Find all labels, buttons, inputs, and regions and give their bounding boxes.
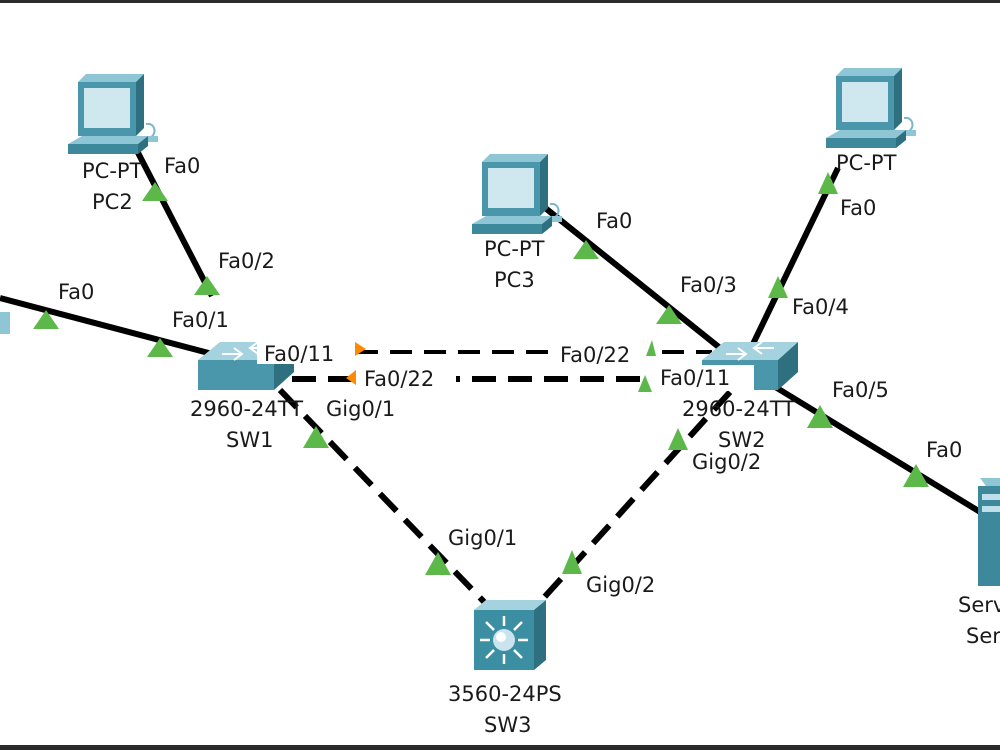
server-name-label: Ser — [966, 624, 1000, 648]
link-sw2-server[interactable] — [770, 382, 992, 521]
port-label: Fa0/11 — [264, 342, 334, 366]
window-top-border — [0, 0, 1000, 3]
pc-left-partial-icon[interactable] — [0, 312, 10, 334]
port-label: Fa0 — [164, 154, 200, 178]
link-light-sw2-fa04 — [768, 276, 788, 298]
sw3-icon[interactable] — [472, 598, 548, 672]
sw1-model-label: 2960-24TT — [190, 397, 303, 421]
port-label: Fa0/2 — [218, 249, 275, 273]
link-pcright-sw2[interactable] — [749, 166, 841, 348]
pc-right-icon[interactable] — [825, 67, 917, 149]
link-light-server — [903, 464, 929, 487]
pc-right-model-label: PC-PT — [836, 151, 897, 175]
port-label: Fa0/22 — [560, 343, 630, 367]
pc3-icon[interactable] — [471, 153, 563, 235]
link-pcleft-sw1[interactable] — [0, 295, 221, 359]
server-model-label: Serv — [958, 593, 1000, 617]
link-light-sw1-fa011-blocking — [355, 342, 366, 356]
pc2-icon[interactable] — [67, 73, 159, 155]
link-light-sw2-fa011 — [638, 375, 652, 392]
port-label: Fa0/11 — [660, 366, 730, 390]
link-light-sw2-fa03 — [656, 305, 682, 324]
pc2-name-label: PC2 — [92, 190, 133, 214]
port-label: Fa0 — [58, 280, 94, 304]
link-light-sw1-gig01 — [303, 426, 329, 448]
sw3-model-label: 3560-24PS — [448, 682, 562, 706]
port-label: Gig0/1 — [448, 526, 517, 550]
link-pc3-sw2[interactable] — [542, 204, 722, 351]
link-light-sw3-gig02 — [562, 550, 582, 574]
link-pc2-sw1[interactable] — [131, 143, 215, 298]
link-sw1-sw3[interactable] — [277, 387, 491, 609]
link-lights — [33, 172, 929, 575]
server-icon[interactable] — [978, 478, 1000, 586]
pc2-model-label: PC-PT — [82, 159, 143, 183]
port-label: Fa0/1 — [172, 308, 229, 332]
port-label: Fa0/22 — [364, 367, 434, 391]
port-label: Fa0 — [926, 438, 962, 462]
port-label: Gig0/2 — [586, 573, 655, 597]
link-light-sw2-fa05 — [807, 405, 833, 428]
link-light-sw1-fa02 — [194, 276, 220, 295]
link-light-pc2 — [142, 182, 168, 201]
port-label: Fa0/5 — [832, 378, 889, 402]
link-light-sw1-fa022-blocking — [346, 370, 356, 385]
port-label: Fa0/4 — [792, 295, 849, 319]
link-light-sw2-fa022 — [646, 340, 656, 356]
pc3-name-label: PC3 — [494, 268, 535, 292]
sw2-model-label: 2960-24TT — [682, 397, 795, 421]
sw3-name-label: SW3 — [484, 713, 531, 737]
link-light-sw2-gig02 — [668, 428, 688, 450]
port-label: Fa0/3 — [680, 273, 737, 297]
link-light-pcleft — [33, 310, 59, 329]
sw1-name-label: SW1 — [226, 428, 273, 452]
pc3-model-label: PC-PT — [484, 237, 545, 261]
link-light-pc3 — [573, 240, 599, 259]
sw2-name-label: SW2 — [718, 428, 765, 452]
link-light-sw3-gig01 — [425, 552, 451, 575]
port-label: Gig0/1 — [326, 397, 395, 421]
port-label: Fa0 — [840, 196, 876, 220]
link-light-pcright — [818, 172, 838, 194]
port-label: Fa0 — [596, 209, 632, 233]
window-bottom-border — [0, 745, 1000, 750]
link-light-sw1-fa01 — [147, 338, 173, 357]
port-label: Gig0/2 — [692, 450, 761, 474]
